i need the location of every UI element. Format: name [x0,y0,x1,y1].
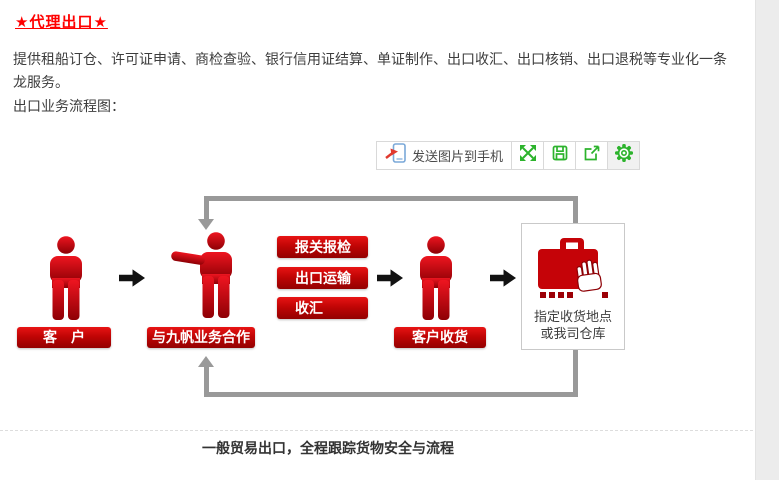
save-icon [551,144,569,167]
loop-line-left-bottom [204,366,209,392]
send-to-phone-label: 发送图片到手机 [412,149,504,164]
loop-line-top [204,196,578,201]
step-customs-declaration: 报关报检 [277,236,368,258]
loop-line-right-bottom [573,349,578,395]
divider [0,430,753,431]
fullscreen-button[interactable] [511,142,543,169]
flow-arrow-3 [490,269,516,287]
flow-heading: 出口业务流程图： [13,98,125,114]
intro-block: 提供租船订仓、许可证申请、商检查验、银行信用证结算、单证制作、出口收汇、出口核销… [13,48,735,118]
loop-line-right-top [573,196,578,224]
image-toolbar: 发送图片到手机 [376,141,641,170]
destination-line2: 或我司仓库 [540,326,606,341]
diagram-caption: 一般贸易出口，全程跟踪货物安全与流程 [202,440,454,456]
node-label-cooperate: 与九帆业务合作 [147,327,255,348]
fullscreen-icon [519,144,537,167]
scrollbar-track[interactable] [755,0,779,480]
step-export-transport: 出口运输 [277,267,368,289]
destination-box: 指定收货地点 或我司仓库 [521,223,625,350]
loop-line-left-top [204,196,209,221]
destination-line1: 指定收货地点 [533,309,612,324]
loop-line-bottom [204,392,578,397]
intro-text: 提供租船订仓、许可证申请、商检查验、银行信用证结算、单证制作、出口收汇、出口核销… [13,51,727,90]
page-title: ★代理出口★ [15,14,108,31]
flow-arrow-2 [377,269,403,287]
node-label-customer: 客 户 [17,327,111,348]
send-to-phone-button[interactable]: 发送图片到手机 [377,142,511,169]
customer-figure [42,236,90,325]
suitcase-hand-icon [522,238,624,307]
settings-icon [614,143,634,168]
loop-arrowhead-down [198,219,214,230]
phone-send-icon [385,143,406,168]
step-receive-payment: 收汇 [277,297,368,319]
destination-label: 指定收货地点 或我司仓库 [522,308,624,342]
flow-arrow-1 [119,269,145,287]
node-label-customer-receive: 客户收货 [394,327,486,348]
settings-button[interactable] [607,142,640,169]
save-image-button[interactable] [543,142,575,169]
share-image-button[interactable] [575,142,607,169]
loop-arrowhead-up [198,356,214,367]
cooperate-figure [168,232,242,325]
share-icon [583,144,601,167]
customer-receive-figure [412,236,460,325]
